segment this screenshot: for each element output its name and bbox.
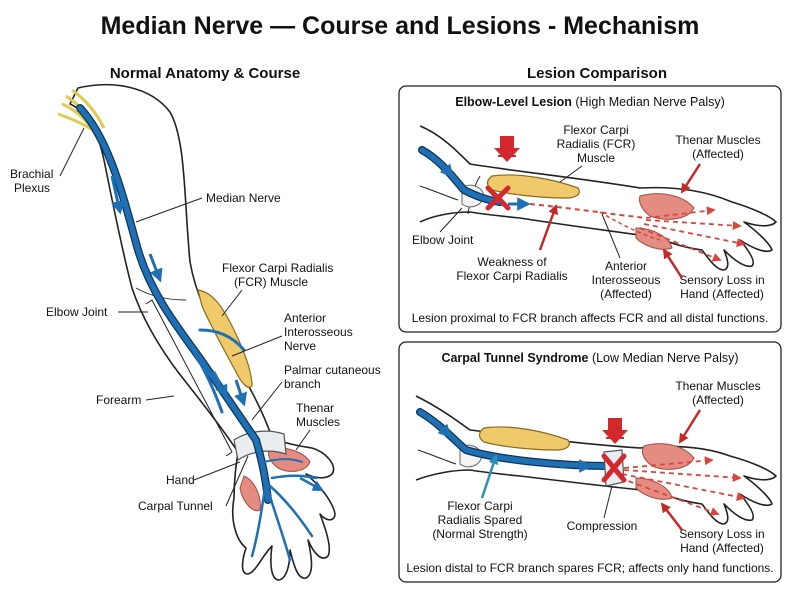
label-fcr-line1: Flexor Carpi Radialis (222, 261, 333, 275)
label-elbow-joint: Elbow Joint (46, 305, 108, 319)
carpal-label-thenar-line2: (Affected) (692, 393, 744, 407)
carpal-label-sensory-line2: Hand (Affected) (680, 541, 764, 555)
carpal-label-thenar-line1: Thenar Muscles (675, 379, 760, 393)
elbow-label-sensory-line1: Sensory Loss in (679, 273, 764, 287)
elbow-label-fcr-line1: Flexor Carpi (563, 123, 628, 137)
carpal-box-title: Carpal Tunnel Syndrome (Low Median Nerve… (441, 351, 738, 365)
elbow-impact-arrow (494, 136, 520, 162)
elbow-box-caption: Lesion proximal to FCR branch affects FC… (412, 311, 769, 325)
carpal-arm-figure (415, 395, 777, 525)
carpal-box-title-rest: (Low Median Nerve Palsy) (588, 351, 738, 365)
left-panel-heading: Normal Anatomy & Course (110, 65, 300, 82)
left-panel-labels: Brachial Plexus Median Nerve Flexor Carp… (10, 127, 381, 513)
carpal-label-sensory-line1: Sensory Loss in (679, 527, 764, 541)
label-palmar-line1: Palmar cutaneous (284, 363, 381, 377)
elbow-box-title-rest: (High Median Nerve Palsy) (572, 95, 725, 109)
carpal-label-compression: Compression (567, 519, 638, 533)
elbow-thenar-muscles (639, 193, 695, 220)
label-ain-line2: Interosseous (284, 325, 353, 339)
elbow-label-weakness-line1: Weakness of (477, 255, 547, 269)
label-thenar-line1: Thenar (296, 401, 334, 415)
carpal-impact-arrow (602, 418, 628, 444)
label-thenar-line2: Muscles (296, 415, 340, 429)
elbow-label-ain-line2: Interosseous (592, 273, 661, 287)
elbow-box-title-bold: Elbow-Level Lesion (455, 95, 572, 109)
carpal-label-fcr-line1: Flexor Carpi (447, 499, 512, 513)
elbow-label-fcr-line2: Radialis (FCR) (557, 137, 636, 151)
page-title: Median Nerve — Course and Lesions - Mech… (101, 12, 700, 40)
label-median-nerve: Median Nerve (206, 191, 281, 205)
elbow-label-weakness-line2: Flexor Carpi Radialis (456, 269, 567, 283)
label-palmar-line2: branch (284, 377, 321, 391)
elbow-lesion-marker (485, 185, 511, 211)
forearm-bracket (145, 299, 233, 457)
carpal-box-labels: Thenar Muscles (Affected) Flexor Carpi R… (406, 379, 773, 575)
elbow-label-thenar-line1: Thenar Muscles (675, 133, 760, 147)
label-forearm: Forearm (96, 393, 141, 407)
carpal-fcr-muscle (478, 426, 570, 451)
carpal-box-caption: Lesion distal to FCR branch spares FCR; … (406, 561, 773, 575)
label-ain-line1: Anterior (284, 311, 326, 325)
label-ain-line3: Nerve (284, 339, 316, 353)
label-brachial-plexus-line2: Plexus (14, 181, 50, 195)
elbow-arm-figure (418, 125, 777, 271)
elbow-box-labels: Flexor Carpi Radialis (FCR) Muscle Thena… (412, 123, 769, 325)
elbow-box-title: Elbow-Level Lesion (High Median Nerve Pa… (455, 95, 725, 109)
carpal-lesion-marker (601, 453, 627, 483)
carpal-label-fcr-line3: (Normal Strength) (432, 527, 527, 541)
label-hand: Hand (166, 473, 195, 487)
elbow-label-thenar-line2: (Affected) (692, 147, 744, 161)
elbow-label-ain-line3: (Affected) (600, 287, 652, 301)
label-carpal-tunnel: Carpal Tunnel (138, 499, 213, 513)
carpal-box-title-bold: Carpal Tunnel Syndrome (441, 351, 588, 365)
elbow-label-sensory-line2: Hand (Affected) (680, 287, 764, 301)
elbow-label-elbow-joint: Elbow Joint (412, 233, 474, 247)
label-brachial-plexus-line1: Brachial (10, 167, 53, 181)
median-nerve-trunk (77, 105, 271, 503)
fcr-muscle (197, 289, 253, 388)
elbow-label-fcr-line3: Muscle (577, 151, 615, 165)
elbow-label-ain-line1: Anterior (605, 259, 647, 273)
right-panel-heading: Lesion Comparison (527, 65, 667, 82)
carpal-label-fcr-line2: Radialis Spared (438, 513, 523, 527)
label-fcr-line2: (FCR) Muscle (234, 275, 308, 289)
anatomy-arm-figure (57, 83, 336, 581)
elbow-median-nerve (419, 147, 503, 205)
